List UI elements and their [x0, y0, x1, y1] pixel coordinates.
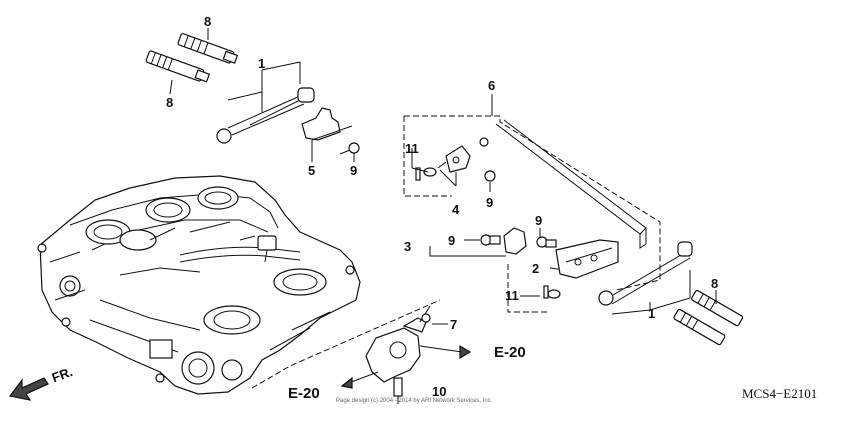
sensor-assembly [251, 299, 472, 404]
front-label: FR. [50, 364, 75, 385]
part-1-lower-shaft [598, 241, 693, 315]
front-arrow [8, 377, 49, 401]
part-5-bracket [301, 107, 360, 162]
part-8-lower-pair [673, 289, 744, 346]
callout-9a: 9 [350, 163, 357, 178]
callout-11b: 11 [505, 288, 519, 303]
ref-e20-right[interactable]: E-20 [494, 344, 526, 361]
callout-8b: 8 [166, 95, 173, 110]
callout-9d: 9 [535, 213, 542, 228]
ref-e20-left[interactable]: E-20 [288, 385, 320, 402]
callout-9b: 9 [486, 195, 493, 210]
callout-3: 3 [404, 239, 411, 254]
part-1-upper-shaft [216, 61, 315, 144]
callout-1a: 1 [258, 56, 265, 71]
callout-6: 6 [488, 78, 495, 93]
callout-9c: 9 [448, 233, 455, 248]
part-2-group [507, 228, 619, 313]
callout-8c: 8 [711, 276, 718, 291]
callout-labels: 8 8 1 5 9 6 11 4 9 3 9 9 2 11 1 8 7 10 [166, 14, 718, 399]
part-3-group [429, 227, 527, 257]
callout-1b: 1 [648, 306, 655, 321]
copyright-text: Page design (c) 2004 - 2014 by ARI Netwo… [336, 398, 493, 404]
callout-5: 5 [308, 163, 315, 178]
callout-4: 4 [452, 202, 460, 217]
diagram-code: MCS4−E2101 [742, 386, 817, 401]
throttle-body-assembly [37, 175, 361, 395]
callout-11a: 11 [405, 141, 419, 156]
callout-2: 2 [532, 261, 539, 276]
part-8-upper-pair [145, 28, 239, 95]
part-6-group [403, 94, 661, 291]
callout-7: 7 [450, 317, 457, 332]
callout-8a: 8 [204, 14, 211, 29]
callout-10: 10 [432, 384, 446, 399]
